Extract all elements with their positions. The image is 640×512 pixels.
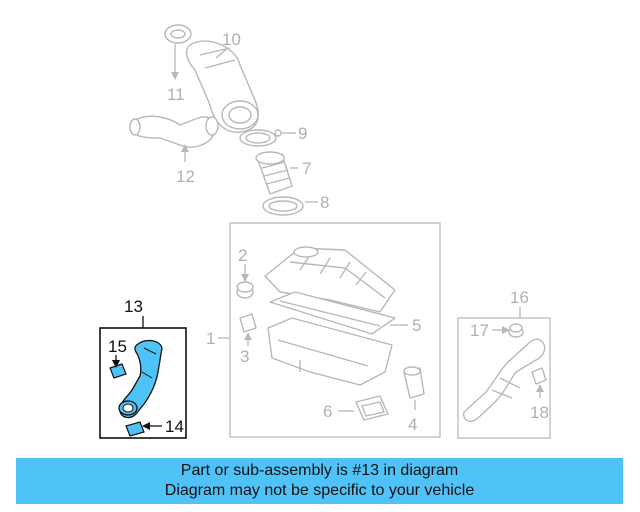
callout-8: 8 [320,193,329,212]
callout-6: 6 [323,402,332,421]
air-cleaner-lower-housing[interactable] [267,317,393,386]
clamp-part-9[interactable] [239,129,282,147]
callout-9: 9 [298,124,307,143]
clamp-part-11[interactable] [164,24,192,80]
callout-15: 15 [108,337,127,356]
seal-part-6[interactable] [355,395,389,421]
info-banner: Part or sub-assembly is #13 in diagram D… [16,458,623,504]
air-cleaner-upper-housing[interactable] [264,246,396,313]
callout-3: 3 [240,347,249,366]
callout-13: 13 [124,297,143,316]
callout-5: 5 [412,316,421,335]
grommet-part-17[interactable] [508,323,524,338]
clip-part-18[interactable] [531,367,547,385]
assembly-box-16 [457,317,551,439]
banner-line-1: Part or sub-assembly is #13 in diagram [180,462,459,479]
intake-duct-part-10[interactable] [185,40,259,133]
assembly-box-1 [229,222,441,438]
intake-duct-part-13-highlighted[interactable] [118,339,163,419]
bracket-part-3[interactable] [239,313,257,333]
callout-2: 2 [238,246,247,265]
callout-7: 7 [302,159,311,178]
leader-10 [215,47,229,59]
callout-14: 14 [165,417,184,436]
gasket-part-8[interactable] [262,196,304,216]
banner-line-2: Diagram may not be specific to your vehi… [164,482,475,499]
airflow-sensor-part-7[interactable] [255,151,293,195]
clip-part-15[interactable] [109,363,127,379]
callout-10: 10 [222,30,241,49]
callout-4: 4 [408,415,417,434]
filter-element-part-5[interactable] [269,291,396,335]
bracket-part-14[interactable] [125,421,145,437]
grommet-part-4[interactable] [403,366,425,399]
callout-1: 1 [206,329,215,348]
callout-18: 18 [530,403,549,422]
callout-12: 12 [176,167,195,186]
callout-17: 17 [470,321,489,340]
callout-16: 16 [510,288,529,307]
duct-part-16[interactable] [463,338,546,422]
hose-part-12[interactable] [129,115,219,148]
grommet-part-2[interactable] [236,281,254,299]
callout-11: 11 [167,85,185,104]
